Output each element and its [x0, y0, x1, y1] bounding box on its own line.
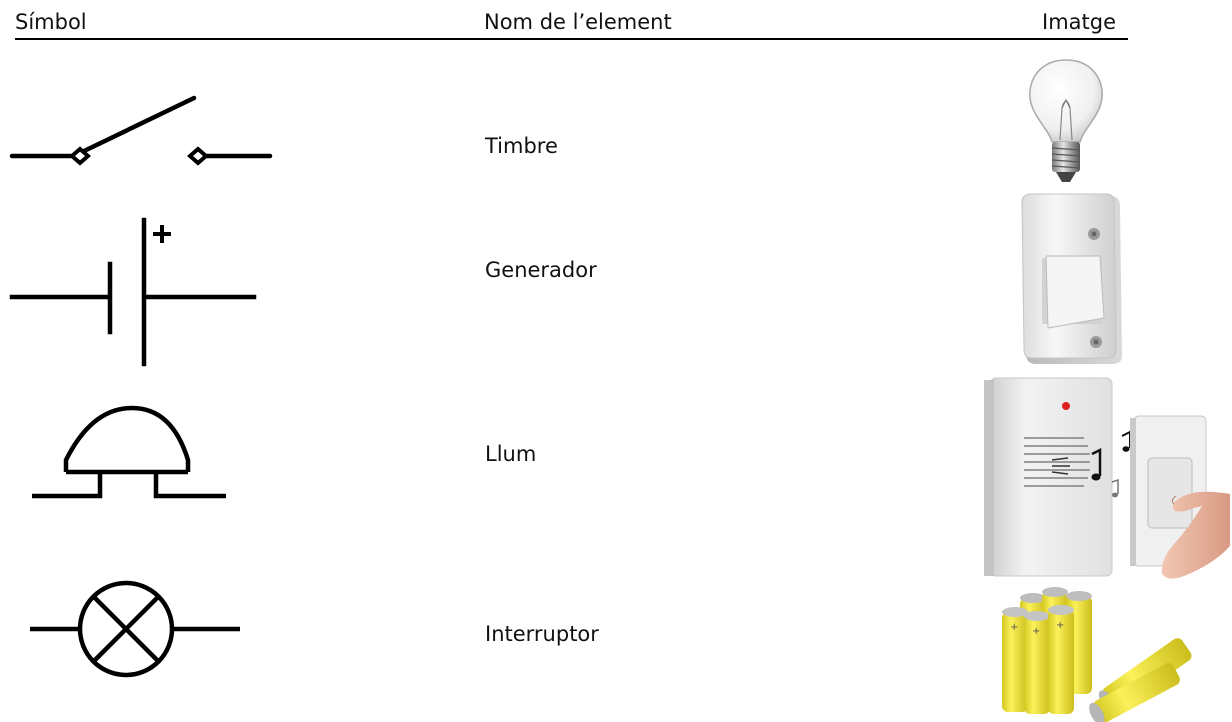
table-row: Generador	[0, 193, 1232, 374]
table-header: Símbol Nom de l’element Imatge	[0, 0, 1232, 44]
header-rule	[15, 38, 1128, 40]
batteries-image: + + +	[996, 586, 1196, 722]
table-row: Interruptor	[0, 580, 1232, 722]
table-row: Timbre	[0, 44, 1232, 194]
bell-symbol-icon	[32, 405, 228, 500]
element-name: Llum	[485, 442, 537, 466]
header-name-label: Nom de l’element	[484, 10, 672, 34]
element-name: Generador	[485, 258, 597, 282]
lamp-symbol-icon	[30, 580, 242, 698]
svg-text:+: +	[1010, 622, 1018, 633]
header-symbol-label: Símbol	[15, 10, 87, 34]
header-image-label: Imatge	[1042, 10, 1117, 34]
light-bulb-image	[1026, 58, 1106, 186]
doorbell-image	[984, 376, 1230, 582]
svg-text:+: +	[1032, 626, 1040, 637]
svg-text:+: +	[1056, 620, 1064, 631]
table-row: Llum	[0, 374, 1232, 582]
battery-generator-symbol-icon	[9, 217, 258, 367]
element-name: Timbre	[485, 134, 558, 158]
element-name: Interruptor	[485, 622, 599, 646]
light-switch-image	[1014, 193, 1128, 366]
switch-symbol-icon	[9, 94, 274, 174]
